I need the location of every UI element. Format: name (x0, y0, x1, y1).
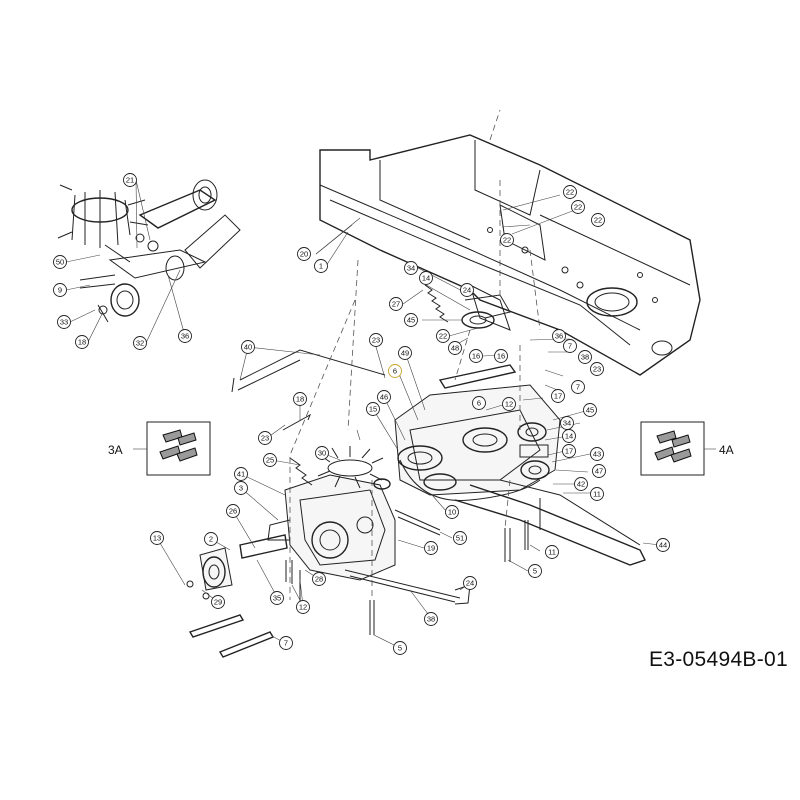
callout-label: 44 (659, 541, 667, 550)
callout-label: 23 (593, 365, 601, 374)
callout-label: 5 (533, 567, 537, 576)
callout-label: 22 (503, 236, 511, 245)
callout-label: 10 (448, 508, 456, 517)
callout-label: 22 (566, 188, 574, 197)
callout-label: 27 (392, 300, 400, 309)
callout-label: 16 (472, 352, 480, 361)
inset-4a: 4A (640, 421, 734, 476)
callout-label: 22 (574, 203, 582, 212)
callout-label: 17 (554, 392, 562, 401)
callout-label: 18 (78, 338, 86, 347)
callout-label: 38 (427, 615, 435, 624)
callout-label: 33 (60, 318, 68, 327)
callout-label: 22 (594, 216, 602, 225)
callout-label: 23 (372, 336, 380, 345)
callout-label: 2 (209, 535, 213, 544)
callout-label: 50 (56, 258, 64, 267)
callout-label: 29 (214, 598, 222, 607)
inset-3a-label: 3A (108, 443, 123, 457)
callout-label: 20 (300, 250, 308, 259)
callout-label: 9 (58, 286, 62, 295)
callout-label: 45 (586, 406, 594, 415)
callout-label: 30 (318, 449, 326, 458)
callout-label: 7 (568, 342, 572, 351)
drive-assembly (289, 180, 646, 635)
callout-label: 15 (369, 405, 377, 414)
callout-label: 35 (273, 594, 281, 603)
callout-label: 18 (296, 395, 304, 404)
fan-blade (317, 446, 384, 489)
callout-label: 1 (319, 262, 323, 271)
transaxle-assembly (186, 349, 471, 658)
callout-label: 28 (315, 575, 323, 584)
callout-label: 42 (577, 480, 585, 489)
callout-label: 41 (237, 470, 245, 479)
callout-label: 26 (229, 507, 237, 516)
callout-label: 45 (407, 316, 415, 325)
callout-label: 34 (407, 264, 415, 273)
callouts: 21 50 9 33 18 32 36 20 1 34 14 24 27 45 … (53, 173, 670, 655)
callout-label: 32 (136, 339, 144, 348)
callout-label: 23 (261, 434, 269, 443)
callout-label: 16 (497, 352, 505, 361)
callout-label: 47 (595, 467, 603, 476)
callout-label: 21 (126, 176, 134, 185)
callout-label: 7 (576, 383, 580, 392)
callout-label: 19 (427, 544, 435, 553)
inset-3a: 3A (108, 421, 211, 476)
callout-label: 48 (451, 344, 459, 353)
pulley-detail-inset (57, 179, 241, 323)
callout-label: 14 (565, 432, 573, 441)
callout-label: 6 (393, 367, 397, 376)
callout-label: 11 (593, 490, 601, 499)
callout-label: 24 (466, 579, 474, 588)
callout-label: 46 (380, 393, 388, 402)
callout-label: 13 (153, 534, 161, 543)
callout-label: 25 (266, 456, 274, 465)
callout-label: 22 (439, 332, 447, 341)
callout-label: 17 (565, 447, 573, 456)
callout-label: 24 (463, 286, 471, 295)
callout-label: 36 (181, 332, 189, 341)
callout-label: 7 (284, 639, 288, 648)
document-code: E3-05494B-01 (648, 648, 788, 671)
callout-label: 12 (505, 400, 513, 409)
callout-label: 36 (555, 332, 563, 341)
callout-label: 51 (456, 534, 464, 543)
callout-label: 6 (477, 399, 481, 408)
callout-label: 34 (563, 419, 571, 428)
callout-label: 3 (239, 484, 243, 493)
callout-label: 43 (593, 450, 601, 459)
callout-label: 12 (299, 603, 307, 612)
callout-label: 11 (548, 548, 556, 557)
callout-label: 14 (422, 274, 430, 283)
callout-label: 49 (401, 349, 409, 358)
callout-label: 38 (581, 353, 589, 362)
callout-label: 5 (398, 644, 402, 653)
inset-4a-label: 4A (719, 443, 734, 457)
callout-label: 40 (244, 343, 252, 352)
